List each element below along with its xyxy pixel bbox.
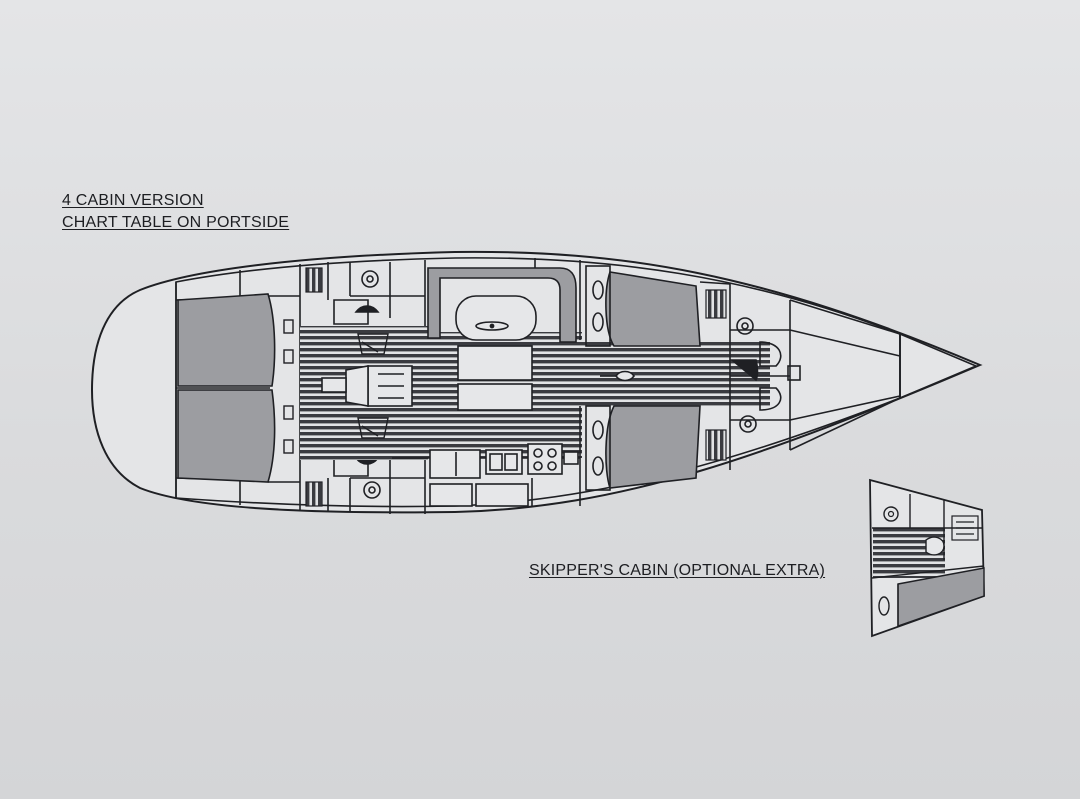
plan-title-line-1: 4 CABIN VERSION <box>62 192 204 209</box>
fwd-port-berth <box>605 271 701 347</box>
forepeak <box>789 299 979 451</box>
portside-compartments <box>299 260 426 330</box>
forward-heads <box>600 300 801 450</box>
aft-lockers <box>283 319 294 454</box>
fwd-starboard-toilet-icon <box>739 415 757 433</box>
chart-table <box>321 365 413 407</box>
saloon-table <box>427 267 577 411</box>
skipper-cabin-label: SKIPPER'S CABIN (OPTIONAL EXTRA) <box>529 562 826 579</box>
plan-title-line-2: CHART TABLE ON PORTSIDE <box>62 214 290 231</box>
galley <box>392 443 580 507</box>
forward-cabins <box>585 265 731 491</box>
heads-fittings <box>357 333 389 439</box>
fwd-starboard-berth <box>605 405 701 489</box>
aft-starboard-berth <box>177 389 276 483</box>
fwd-starboard-heads-toilet-icon <box>363 481 381 499</box>
galley-stove <box>527 443 563 475</box>
fwd-port-toilet-icon <box>736 317 754 335</box>
galley-sink <box>429 449 481 479</box>
aft-heads-toilet-icon <box>361 270 379 288</box>
skipper-toilet-icon <box>883 506 899 522</box>
plan-title: 4 CABIN VERSION CHART TABLE ON PORTSIDE <box>62 190 289 234</box>
saloon-bulkheads <box>534 258 581 506</box>
skipper-cabin-inset <box>869 478 985 638</box>
aft-port-berth <box>177 293 276 387</box>
